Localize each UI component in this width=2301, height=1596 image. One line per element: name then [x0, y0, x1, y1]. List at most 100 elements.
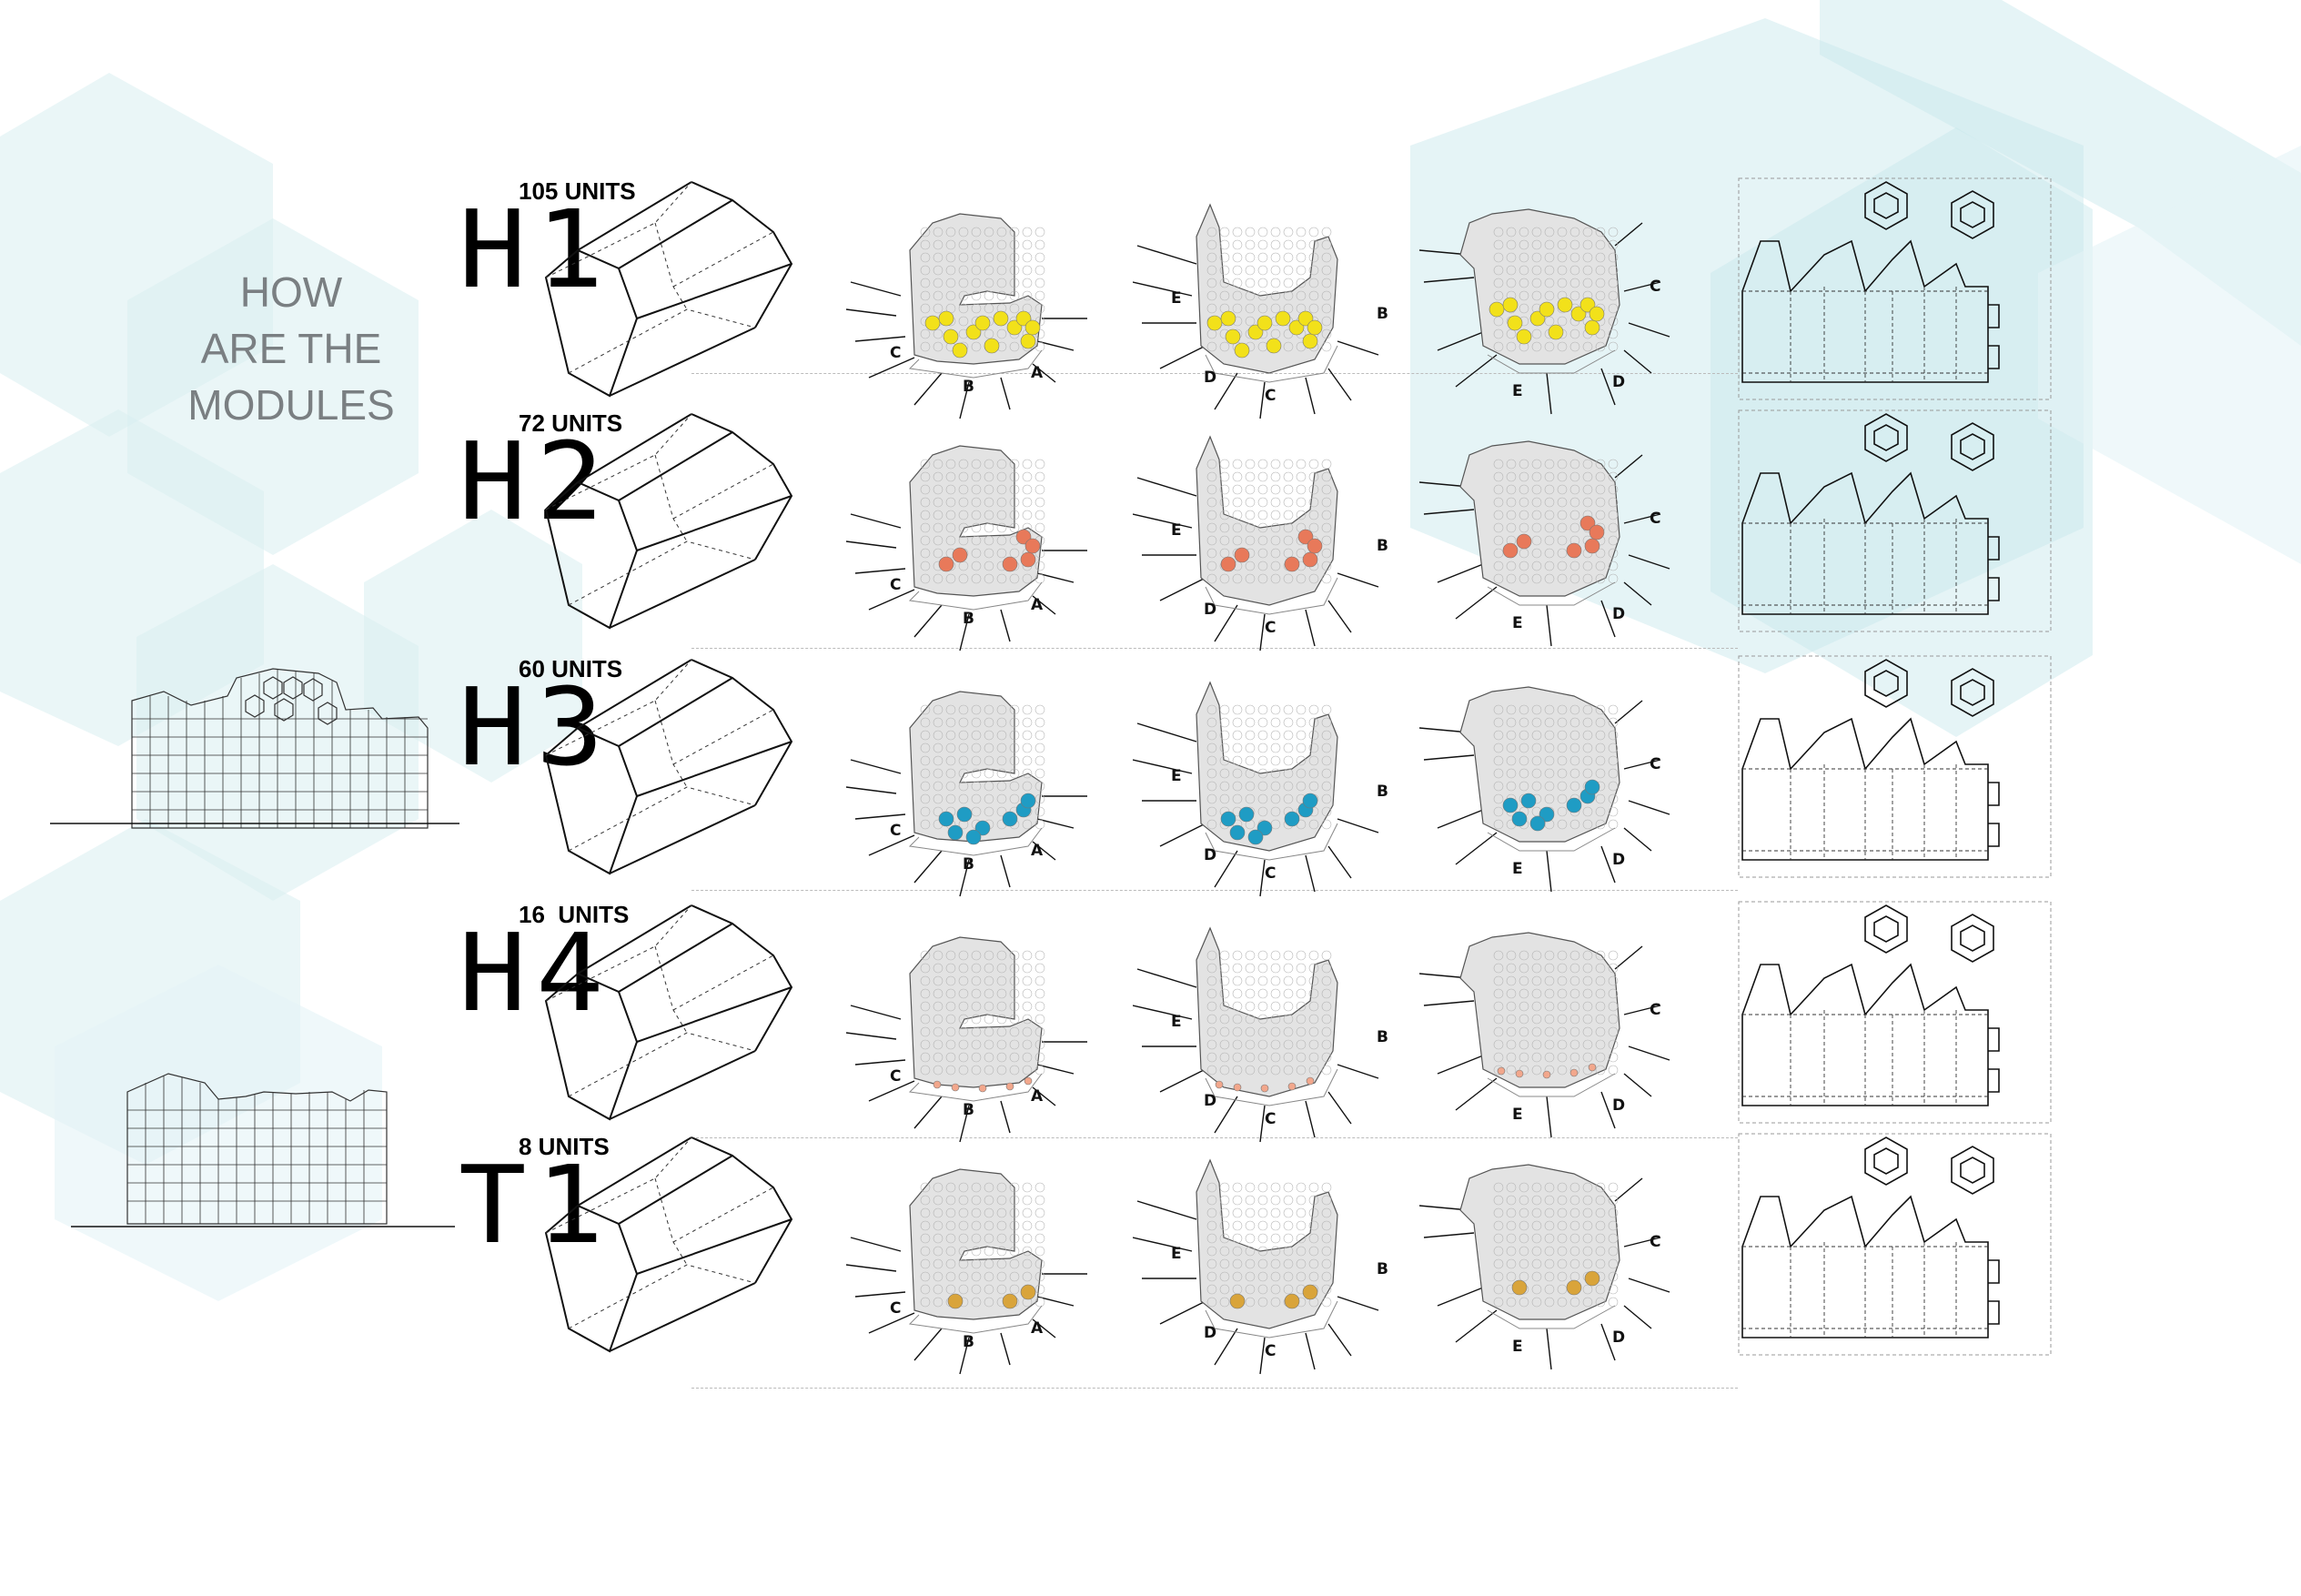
grey-module-cell [1009, 1052, 1020, 1063]
grey-module-cell [1257, 1039, 1268, 1050]
grey-module-cell [996, 471, 1007, 482]
grey-module-cell [996, 950, 1007, 961]
grey-module-cell [933, 730, 944, 741]
grey-module-cell [1544, 975, 1555, 986]
grey-module-cell [1257, 717, 1268, 728]
unfolded-net-template [1738, 1133, 2052, 1356]
grey-module-cell [1034, 278, 1045, 288]
grey-module-cell [1308, 963, 1319, 974]
grey-module-cell [1232, 252, 1243, 263]
module-view-back: E D C [1419, 932, 1670, 1138]
grey-module-cell [1034, 975, 1045, 986]
grey-module-cell [1321, 510, 1332, 520]
grey-module-cell [1245, 316, 1256, 327]
grey-module-cell [1232, 975, 1243, 986]
side-letter: E [1171, 1013, 1182, 1031]
grey-module-cell [933, 1297, 944, 1308]
colored-module-cell [974, 315, 991, 331]
grey-module-cell [1296, 1001, 1307, 1012]
side-letter: A [1031, 596, 1044, 614]
grey-module-cell [1531, 717, 1542, 728]
grey-module-cell [1321, 950, 1332, 961]
facade-elevation-top [50, 668, 459, 829]
grey-module-cell [1270, 278, 1281, 288]
grey-module-cell [1506, 341, 1517, 352]
grey-module-cell [971, 510, 982, 520]
grey-module-cell [1582, 252, 1593, 263]
grey-module-cell [971, 303, 982, 314]
grey-module-cell [958, 1026, 969, 1037]
grey-module-cell [958, 510, 969, 520]
grey-module-cell [958, 793, 969, 804]
grey-module-cell [1270, 1026, 1281, 1037]
grey-module-cell [1270, 1039, 1281, 1050]
grey-module-cell [1493, 793, 1504, 804]
grey-module-cell [1232, 522, 1243, 533]
grey-module-cell [933, 975, 944, 986]
grey-module-cell [1283, 535, 1294, 546]
grey-module-cell [1009, 717, 1020, 728]
grey-module-cell [1531, 1014, 1542, 1025]
grey-module-cell [1283, 573, 1294, 584]
grey-module-cell [984, 806, 994, 817]
grey-module-cell [1283, 755, 1294, 766]
grey-module-cell [971, 252, 982, 263]
grey-module-cell [1034, 303, 1045, 314]
grey-module-cell [1531, 471, 1542, 482]
grey-module-cell [1219, 742, 1230, 753]
grey-module-cell [1595, 1258, 1606, 1269]
grey-module-cell [1531, 1258, 1542, 1269]
grey-module-cell [971, 522, 982, 533]
grey-module-cell [1308, 704, 1319, 715]
grey-module-cell [1582, 730, 1593, 741]
grey-module-cell [945, 459, 956, 470]
grey-module-cell [1009, 950, 1020, 961]
grey-module-cell [1519, 1246, 1529, 1257]
grey-module-cell [920, 1001, 931, 1012]
colored-module-cell [1020, 333, 1036, 349]
grey-module-cell [996, 252, 1007, 263]
grey-module-cell [945, 1182, 956, 1193]
unit-count-label: 16 UNITS [519, 901, 630, 928]
grey-module-cell [958, 252, 969, 263]
grey-module-cell [1544, 704, 1555, 715]
grey-module-cell [971, 1065, 982, 1076]
grey-module-cell [1270, 742, 1281, 753]
grey-module-cell [984, 1026, 994, 1037]
module-view-back: E D C [1419, 208, 1670, 415]
grey-module-cell [1206, 950, 1217, 961]
grey-module-cell [1569, 768, 1580, 779]
colored-module-cell [1229, 1293, 1246, 1309]
grey-module-cell [1582, 1284, 1593, 1295]
grey-module-cell [920, 1271, 931, 1282]
grey-module-cell [1034, 561, 1045, 571]
grey-module-cell [1022, 1258, 1033, 1269]
grey-module-cell [1219, 459, 1230, 470]
grey-module-cell [996, 1001, 1007, 1012]
grey-module-cell [1232, 290, 1243, 301]
grey-module-cell [984, 1233, 994, 1244]
grey-module-cell [1557, 742, 1568, 753]
grey-module-cell [945, 793, 956, 804]
grey-module-cell [1308, 1182, 1319, 1193]
grey-module-cell [1519, 963, 1529, 974]
grey-module-cell [1519, 1182, 1529, 1193]
grey-module-cell [1321, 535, 1332, 546]
grey-module-cell [1257, 1284, 1268, 1295]
grey-module-cell [1308, 459, 1319, 470]
grey-module-cell [996, 484, 1007, 495]
grey-module-cell [996, 704, 1007, 715]
grey-module-cell [1557, 227, 1568, 237]
grey-module-cell [920, 1014, 931, 1025]
grey-module-cell [1506, 1233, 1517, 1244]
grey-module-cell [920, 471, 931, 482]
grey-module-cell [1308, 1271, 1319, 1282]
grey-module-cell [1608, 1026, 1619, 1037]
side-letter: C [1265, 387, 1276, 405]
grey-module-cell [933, 548, 944, 559]
grey-module-cell [1034, 1220, 1045, 1231]
grey-module-cell [1009, 522, 1020, 533]
grey-module-cell [1245, 522, 1256, 533]
grey-module-cell [971, 1220, 982, 1231]
grey-module-cell [1569, 497, 1580, 508]
